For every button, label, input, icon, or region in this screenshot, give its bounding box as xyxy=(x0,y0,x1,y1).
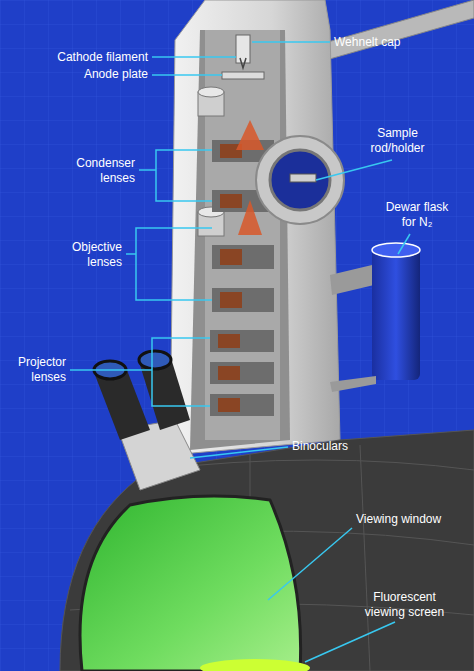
part-label: Dewar flask for N₂ xyxy=(378,200,456,230)
leader-line xyxy=(152,56,236,58)
chamber-mesh xyxy=(70,445,474,671)
part-label: Anode plate xyxy=(40,67,148,82)
leader-bracket xyxy=(126,228,212,300)
leader-line xyxy=(305,622,395,662)
leader-line xyxy=(190,447,288,458)
leader-line xyxy=(268,528,352,600)
part-label: Viewing window xyxy=(356,512,466,527)
leader-line xyxy=(398,234,410,254)
leader-bracket xyxy=(139,150,212,201)
part-label: Cathode filament xyxy=(30,50,148,65)
wehnelt-cap-part xyxy=(236,35,250,63)
column-cutaway xyxy=(190,30,290,450)
anode-plate-part xyxy=(222,72,264,79)
viewing-window-glass xyxy=(80,496,301,671)
objective-lens-set xyxy=(212,245,274,312)
leader-bracket xyxy=(70,338,210,406)
filament-part xyxy=(240,58,246,68)
dewar-flask-part xyxy=(330,243,420,392)
part-label: Fluorescent viewing screen xyxy=(352,590,457,620)
aperture-knob-top xyxy=(198,87,224,97)
binoculars-part xyxy=(94,351,200,490)
leader-line xyxy=(152,74,222,76)
part-label: Binoculars xyxy=(292,439,372,454)
part-label: Condenser lenses xyxy=(60,156,135,186)
leader-line xyxy=(316,160,392,180)
viewing-chamber xyxy=(60,430,474,671)
part-label: Sample rod/holder xyxy=(360,126,435,156)
projector-lens-set xyxy=(210,330,274,416)
part-label: Objective lenses xyxy=(50,240,122,270)
part-label: Wehnelt cap xyxy=(334,35,424,50)
sample-holder-part xyxy=(256,136,344,224)
fluorescent-screen-part xyxy=(200,659,310,671)
part-label: Projector lenses xyxy=(4,355,66,385)
leader-line xyxy=(252,41,330,43)
